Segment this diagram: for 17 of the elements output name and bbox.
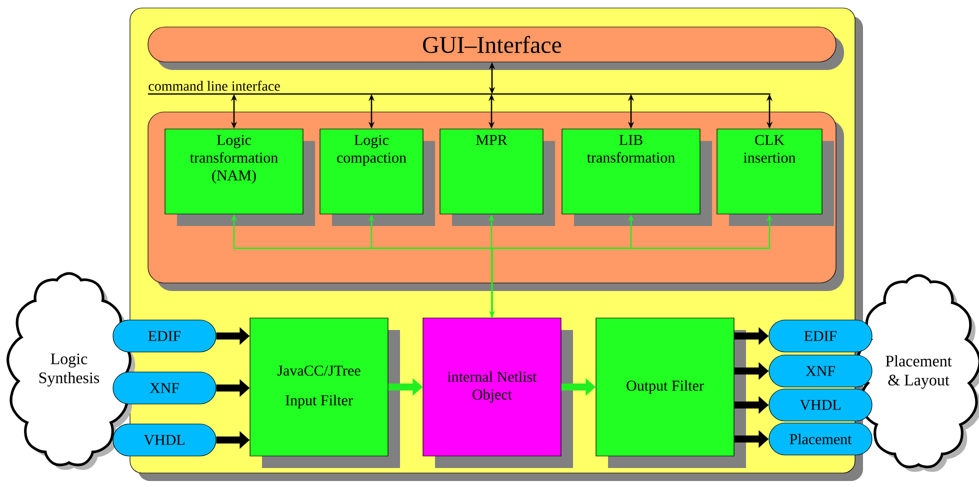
format-pill: VHDL [768, 388, 872, 422]
interface-bar: GUI–Interface [148, 26, 844, 70]
module-box: CLK insertion [716, 128, 834, 226]
module-box: Logic compaction [320, 128, 435, 226]
module-box: MPR [440, 128, 555, 226]
module-box: LIB transformation [562, 128, 712, 226]
netlist-box: internal Netlist Object [422, 318, 573, 468]
filter-box: Output Filter [596, 318, 746, 468]
format-pill: XNF [768, 354, 872, 388]
format-pill: EDIF [768, 320, 872, 352]
bus-line: command line interface [148, 80, 770, 95]
module-box: Logic transformation (NAM) [164, 128, 315, 226]
format-pill: XNF [112, 372, 216, 404]
filter-box: JavaCC/JTree Input Filter [250, 318, 400, 468]
format-pill: VHDL [112, 424, 216, 456]
format-pill: Placement [768, 422, 872, 456]
format-pill: EDIF [112, 320, 216, 352]
